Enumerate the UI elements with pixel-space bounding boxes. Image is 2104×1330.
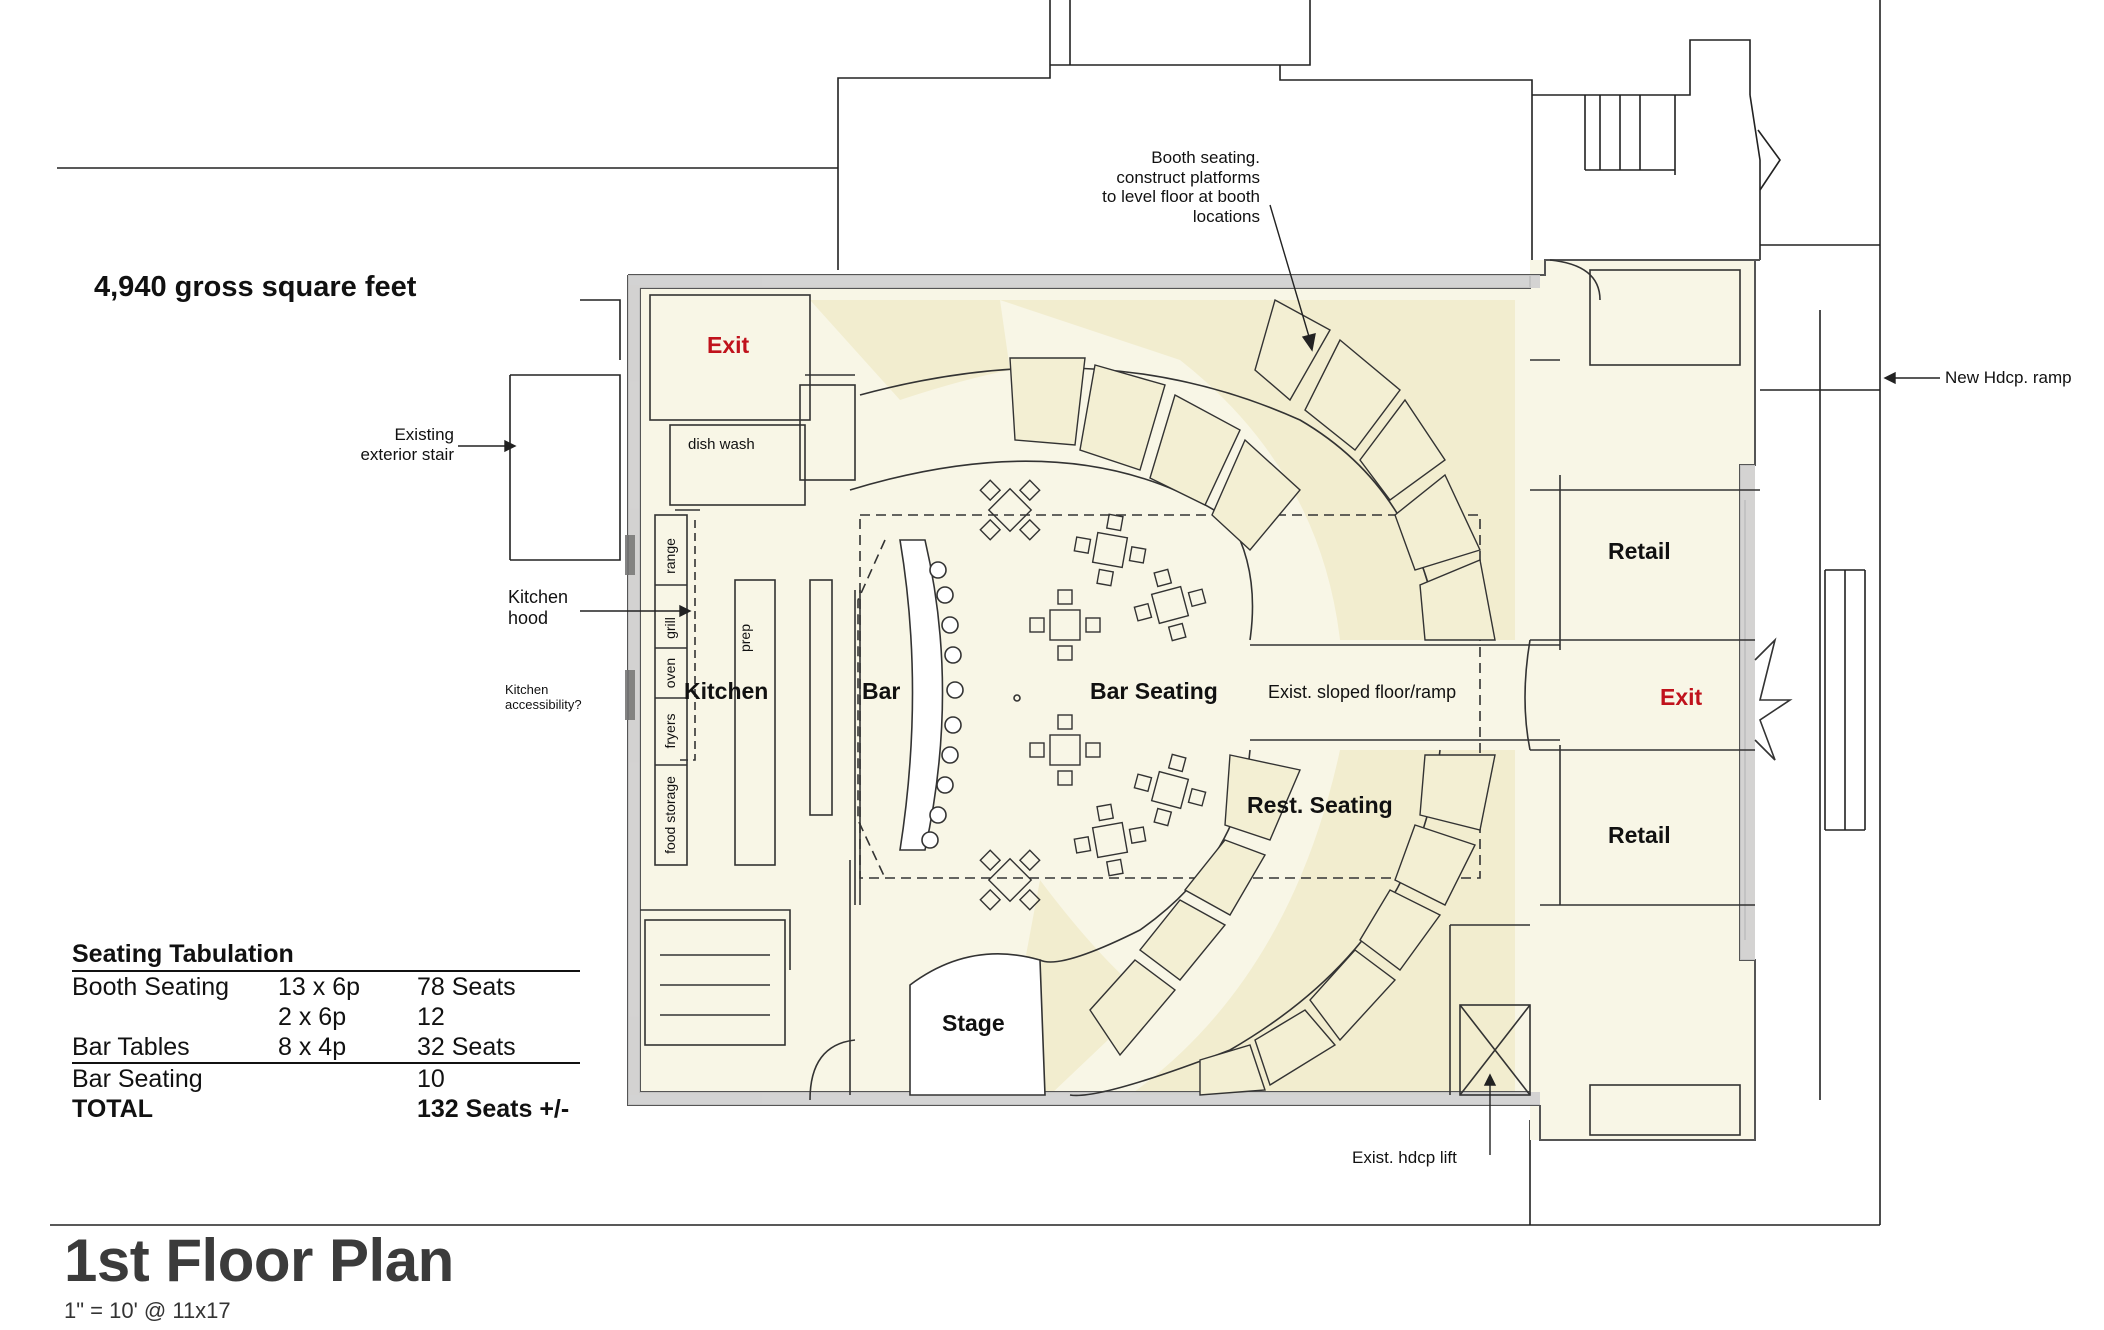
bar-counter (899, 539, 1021, 851)
existing-stair-line1: Existing (394, 425, 454, 444)
seating-tabulation: Seating Tabulation Booth Seating 13 x 6p… (72, 940, 580, 1124)
table-row: 2 x 6p 12 (72, 1002, 580, 1032)
booth-note-line4: locations (1192, 206, 1260, 226)
row-label: TOTAL (72, 1095, 154, 1123)
table-row: Booth Seating 13 x 6p 78 Seats (72, 972, 580, 1002)
grill-label: grill (662, 617, 678, 639)
table-row: Bar Tables 8 x 4p 32 Seats (72, 1032, 580, 1062)
row-count: 2 x 6p (278, 1003, 347, 1031)
plan-scale: 1" = 10' @ 11x17 (64, 1298, 231, 1323)
sloped-floor-label: Exist. sloped floor/ramp (1268, 682, 1457, 702)
exit-right-label: Exit (1660, 684, 1703, 710)
bar-tables (979, 479, 1207, 911)
booths (1009, 298, 1496, 1096)
existing-stair-note: Existing exterior stair (346, 425, 454, 464)
dish-wash-label: dish wash (688, 436, 755, 453)
kitchen-access-note: Kitchen accessibility? (505, 682, 582, 713)
row-label: Bar Tables (72, 1033, 190, 1061)
range-label: range (662, 538, 678, 574)
rest-seating-label: Rest. Seating (1247, 792, 1393, 818)
exit-top-label: Exit (707, 332, 750, 358)
row-label: Bar Seating (72, 1065, 203, 1093)
row-count (278, 1064, 417, 1094)
gross-area-label: 4,940 gross square feet (94, 271, 417, 303)
bar-seating-label: Bar Seating (1090, 678, 1218, 704)
site-context-lines (50, 0, 1881, 1226)
retail-floor (1530, 260, 1755, 1140)
existing-stair-line2: exterior stair (360, 444, 454, 464)
plan-title: 1st Floor Plan (64, 1227, 454, 1294)
fryers-label: fryers (662, 713, 678, 749)
row-seats: 132 Seats +/- (417, 1095, 570, 1123)
kitchen-hood-line1: Kitchen (508, 587, 569, 607)
new-ramp-note: New Hdcp. ramp (1945, 368, 2072, 387)
row-seats: 10 (417, 1065, 445, 1093)
kitchen-hood-line2: hood (508, 607, 549, 628)
booth-note-line1: Booth seating. (1151, 148, 1260, 167)
row-seats: 12 (417, 1003, 445, 1031)
stage-label: Stage (942, 1010, 1005, 1036)
stage-platform (909, 953, 1046, 1096)
retail-top-label: Retail (1608, 538, 1671, 564)
booth-note-line3: to level floor at booth (1102, 187, 1260, 207)
row-count (278, 1094, 417, 1124)
seating-heading: Seating Tabulation (72, 940, 580, 972)
row-seats: 78 Seats (417, 973, 516, 1001)
bar-label: Bar (862, 678, 901, 704)
row-count: 8 x 4p (278, 1033, 347, 1061)
row-label: Booth Seating (72, 973, 230, 1001)
row-label (72, 1002, 278, 1032)
hdcp-lift-note: Exist. hdcp lift (1352, 1148, 1457, 1167)
table-row-total: TOTAL 132 Seats +/- (72, 1094, 580, 1124)
kitchen-label: Kitchen (684, 678, 769, 704)
leader-lines (458, 204, 1940, 1155)
row-count: 13 x 6p (278, 973, 361, 1001)
kitchen-access-line2: accessibility? (505, 696, 582, 712)
table-row: Bar Seating 10 (72, 1062, 580, 1094)
food-storage-label: food storage (662, 776, 678, 854)
booth-seating-note: Booth seating. construct platforms to le… (1060, 148, 1260, 226)
oven-label: oven (662, 657, 678, 689)
interior-partitions (640, 259, 1793, 1136)
prep-label: prep (737, 623, 753, 653)
wall-poche (625, 275, 1755, 1105)
booth-note-line2: construct platforms (1116, 167, 1260, 187)
retail-bottom-label: Retail (1608, 822, 1671, 848)
kitchen-hood-note: Kitchen hood (508, 587, 568, 628)
kitchen-access-line1: Kitchen (505, 682, 549, 697)
row-seats: 32 Seats (417, 1033, 516, 1061)
